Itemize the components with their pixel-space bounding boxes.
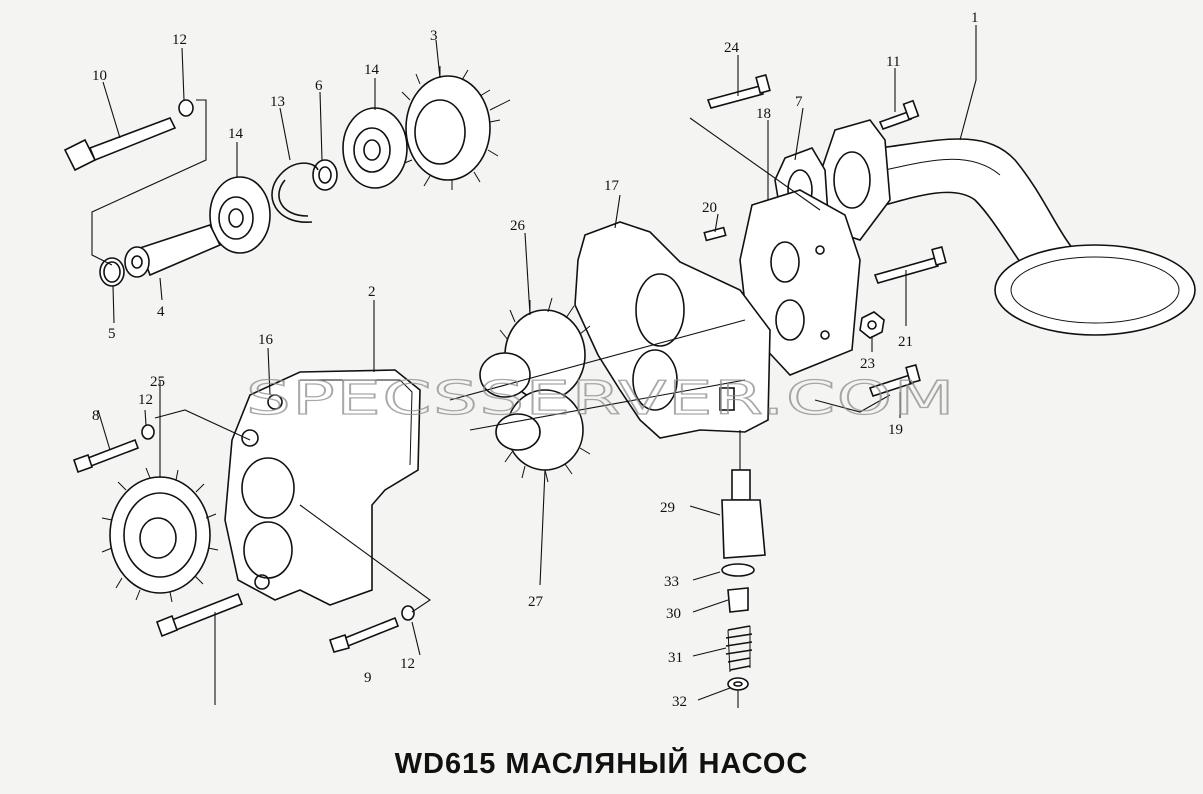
callout-32: 32 (672, 694, 687, 710)
callout-8: 8 (92, 408, 100, 424)
callout-14-upper: 14 (364, 62, 380, 78)
callout-12-lower: 12 (400, 656, 415, 672)
callout-labels: 1 2 3 4 5 6 7 8 9 10 11 12 12 12 13 14 1… (92, 10, 979, 710)
callout-12-left: 12 (138, 392, 153, 408)
leader-lines (91, 25, 977, 708)
callout-3: 3 (430, 28, 438, 44)
bolt-part-9 (328, 605, 415, 653)
bolt-part-10 (63, 99, 194, 172)
callout-17: 17 (604, 178, 620, 194)
callout-5: 5 (108, 326, 116, 342)
bolt-part-11 (878, 99, 920, 131)
snap-ring-part-13 (271, 162, 319, 223)
drive-gear-part-26 (479, 297, 591, 401)
callout-10: 10 (92, 68, 107, 84)
callout-24: 24 (724, 40, 740, 56)
suction-pipe-part-1 (817, 119, 1196, 336)
gear-part-3 (401, 66, 511, 190)
o-ring-part-5 (99, 257, 125, 287)
callout-19: 19 (888, 422, 903, 438)
callout-7: 7 (795, 94, 803, 110)
callout-31: 31 (668, 650, 683, 666)
pin-part-20 (703, 226, 727, 242)
idler-gear-part-25 (101, 467, 219, 603)
washer-part-32 (727, 677, 749, 691)
bolt-part-24 (706, 73, 771, 109)
callout-13: 13 (270, 94, 285, 110)
nut-part-23 (859, 311, 885, 339)
callout-23: 23 (860, 356, 875, 372)
shaft-part-4 (124, 224, 222, 278)
front-housing-part-2 (224, 369, 421, 606)
diagram-title: WD615 МАСЛЯНЫЙ НАСОС (394, 748, 809, 780)
callout-21: 21 (898, 334, 913, 350)
callout-27: 27 (528, 594, 544, 610)
callout-14-lower: 14 (228, 126, 244, 142)
driven-gear-part-27 (495, 389, 591, 483)
bearing-part-14-lower (209, 176, 271, 254)
callout-6: 6 (315, 78, 323, 94)
callout-12-top: 12 (172, 32, 187, 48)
bolt-lower-left (155, 592, 244, 638)
callout-20: 20 (702, 200, 717, 216)
washer-part-6 (312, 159, 338, 191)
valve-body-part-29 (721, 469, 766, 559)
callout-25: 25 (150, 374, 165, 390)
bearing-part-14-upper (342, 107, 408, 189)
callout-11: 11 (886, 54, 900, 70)
callout-26: 26 (510, 218, 526, 234)
callout-4: 4 (157, 304, 165, 320)
callout-30: 30 (666, 606, 681, 622)
valve-plunger-part-30 (727, 587, 749, 613)
callout-1: 1 (971, 10, 979, 26)
spring-part-31 (725, 625, 753, 673)
bolt-part-8 (72, 424, 155, 474)
callout-33: 33 (664, 574, 679, 590)
callout-2: 2 (368, 284, 376, 300)
callout-16: 16 (258, 332, 274, 348)
bolt-part-19 (868, 363, 921, 397)
bolt-part-21 (873, 245, 947, 284)
watermark-text: SPECSSERVER.COM (246, 371, 956, 425)
callout-29: 29 (660, 500, 675, 516)
callout-18: 18 (756, 106, 771, 122)
seal-part-33 (721, 563, 755, 577)
callout-9: 9 (364, 670, 372, 686)
